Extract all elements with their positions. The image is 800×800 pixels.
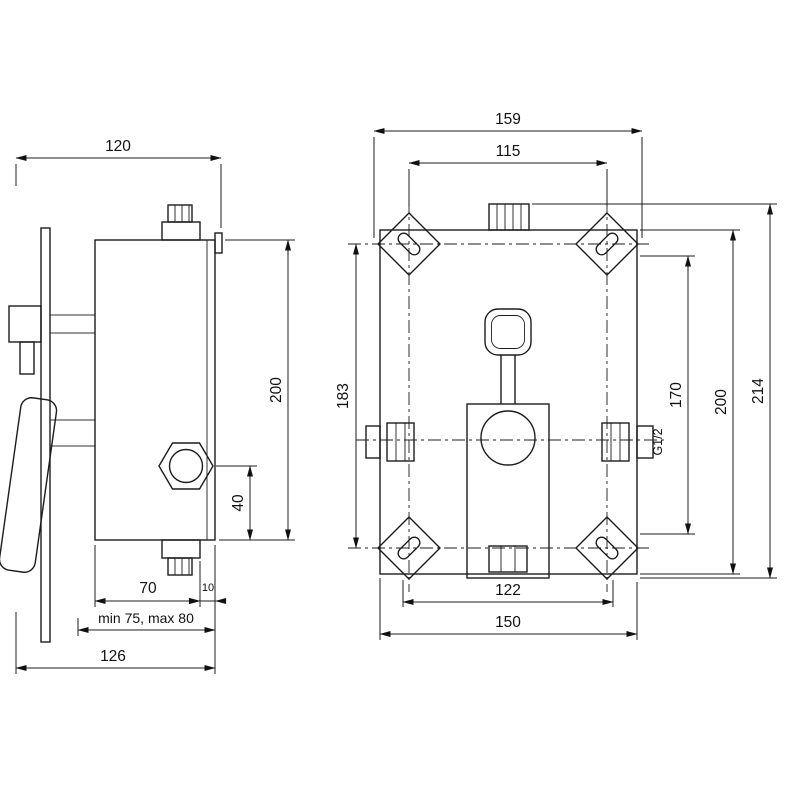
corner-tab-bottom-left <box>377 516 441 580</box>
dim-side-overall-126: 126 <box>15 612 216 674</box>
valve-body <box>94 239 216 541</box>
control-knob <box>484 308 532 404</box>
wall-plate <box>40 227 51 643</box>
dim-label-10: 10 <box>202 582 214 594</box>
dim-label-70: 70 <box>139 580 157 597</box>
top-pipe <box>488 203 530 231</box>
dim-side-install-depth: min 75, max 80 <box>77 610 216 636</box>
dim-label-183: 183 <box>335 383 352 409</box>
centerlines <box>348 200 668 592</box>
dim-label-115: 115 <box>496 143 521 160</box>
dim-label-40: 40 <box>230 494 247 512</box>
side-port-right <box>601 422 654 462</box>
mounting-slot <box>595 232 619 256</box>
knob-stem <box>49 314 96 334</box>
mounting-slot <box>397 232 421 256</box>
corner-tab-bottom-right <box>575 516 639 580</box>
body-top-step <box>214 232 223 254</box>
mounting-box <box>379 229 638 575</box>
dim-side-depth-70: 70 <box>94 545 201 607</box>
diverter-knob <box>8 305 42 375</box>
dim-label-120: 120 <box>105 138 131 155</box>
top-connector <box>161 204 201 241</box>
corner-tab-top-left <box>377 212 441 276</box>
dimension-annotations: 120 200 40 70 10 <box>15 111 777 674</box>
dim-front-slot-vertical-183: 183 <box>335 243 359 549</box>
dim-label-200-front: 200 <box>713 389 730 415</box>
cartridge-circle <box>480 410 536 466</box>
dim-front-overall-width-159: 159 <box>373 111 643 238</box>
lever-handle <box>0 397 58 573</box>
dim-label-126: 126 <box>100 648 126 665</box>
dim-label-170: 170 <box>668 382 685 408</box>
dim-label-200-side: 200 <box>268 377 285 403</box>
dim-label-150: 150 <box>495 614 521 631</box>
dim-label-159: 159 <box>495 111 521 128</box>
lever-stem <box>49 419 96 447</box>
dim-side-width-120: 120 <box>15 138 222 228</box>
dim-label-214: 214 <box>750 378 767 404</box>
bottom-connector <box>161 539 201 576</box>
bottom-outlet <box>488 545 528 573</box>
dim-label-install-depth: min 75, max 80 <box>98 610 194 626</box>
dim-front-box-height-200: 200 <box>640 229 740 575</box>
dim-front-slot-spacing-115: 115 <box>408 143 608 207</box>
dim-side-height-200: 200 <box>219 239 295 541</box>
cartridge <box>466 403 550 579</box>
dim-front-overall-height-214: 214 <box>532 203 777 579</box>
corner-tab-top-right <box>575 212 639 276</box>
side-port-left <box>365 422 415 462</box>
mounting-slot <box>397 536 421 560</box>
dim-side-hex-40: 40 <box>216 465 257 541</box>
dim-front-bottom-slots-122: 122 <box>402 580 614 607</box>
dim-label-122: 122 <box>495 582 521 599</box>
thread-annotation: G1/2 <box>651 428 665 455</box>
thread-label: G1/2 <box>651 428 665 455</box>
dim-front-inner-170: 170 <box>640 255 695 535</box>
front-view <box>348 200 668 592</box>
hex-plug <box>158 442 214 490</box>
mounting-slot <box>595 536 619 560</box>
side-view <box>0 204 223 643</box>
dim-front-box-width-150: 150 <box>379 578 638 640</box>
dim-side-step-10: 10 <box>188 545 227 674</box>
